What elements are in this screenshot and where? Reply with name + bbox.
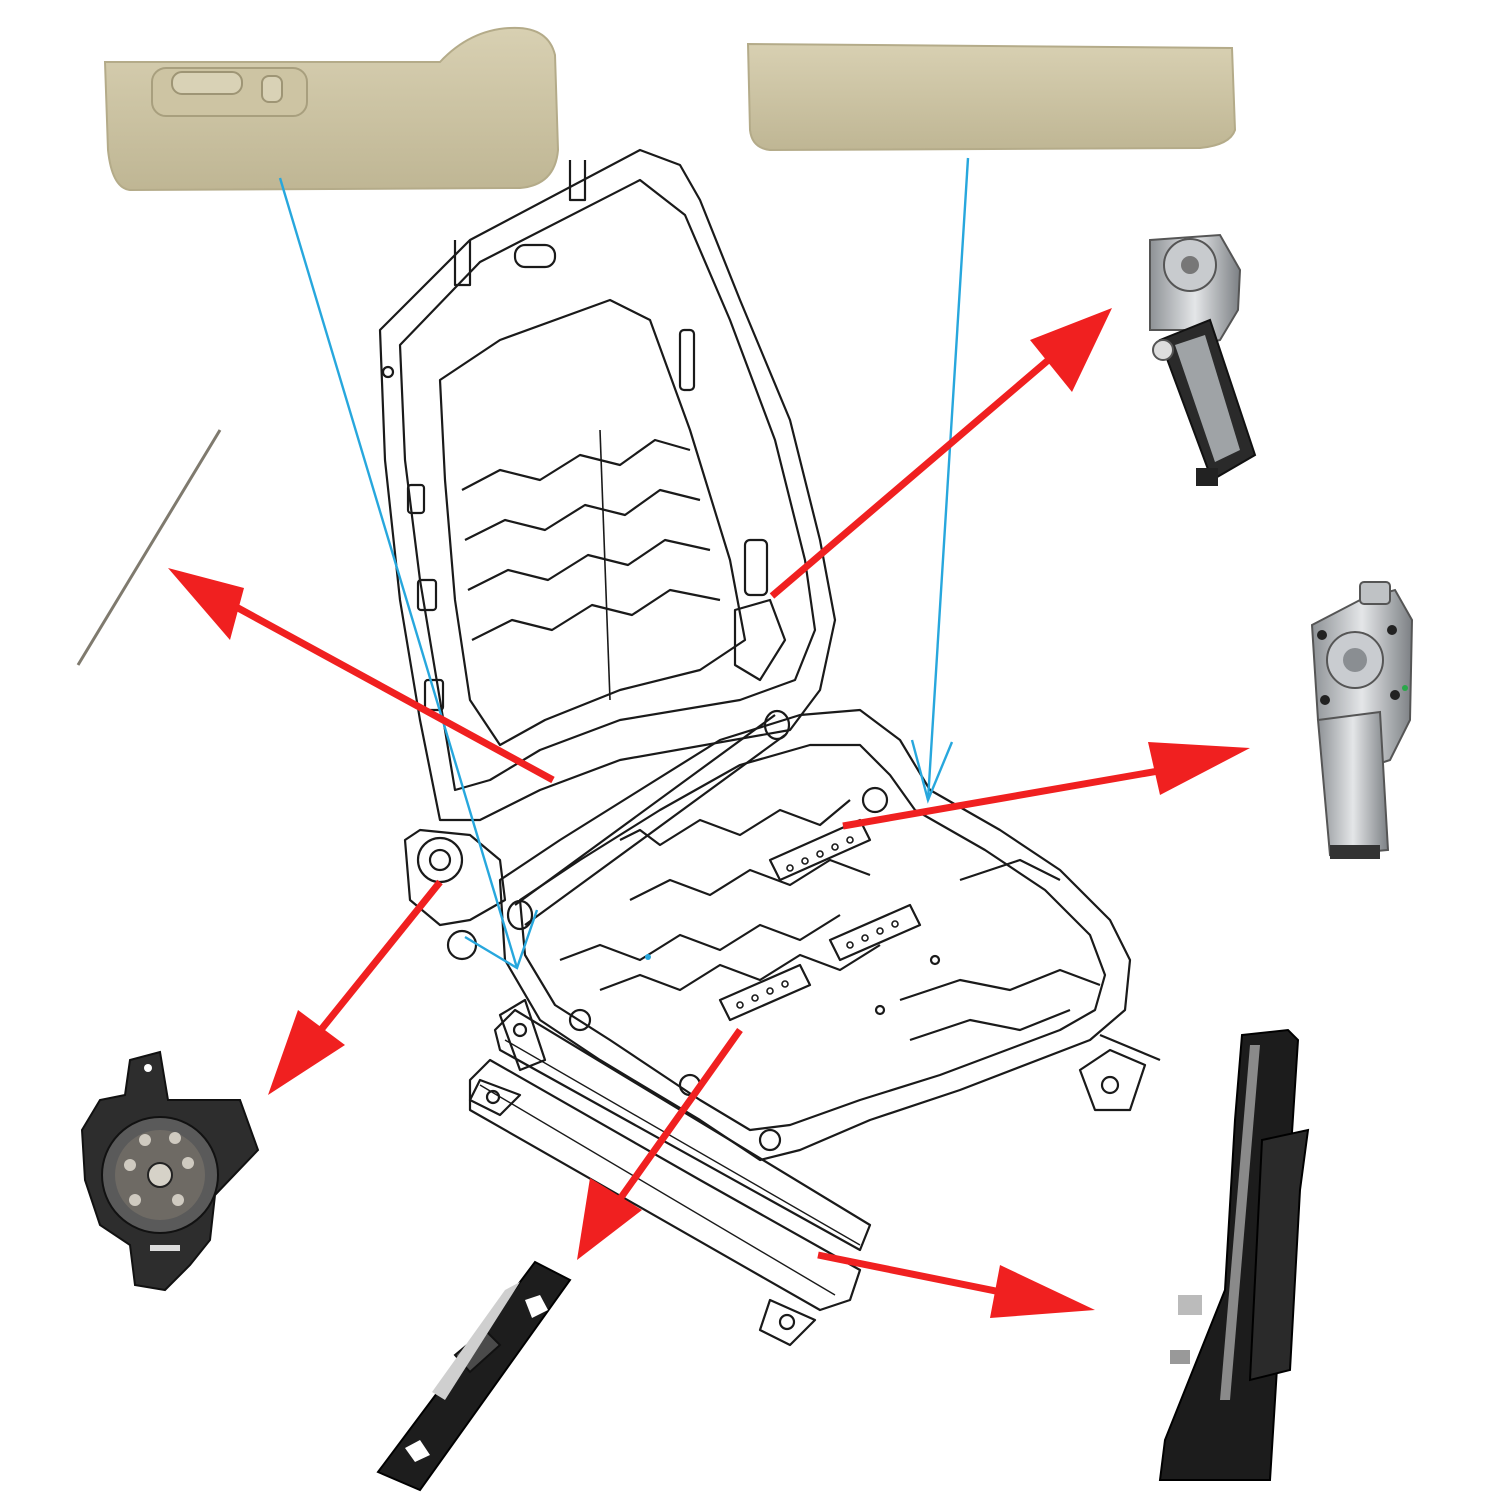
leader-lines (278, 157, 970, 970)
callout-arrows (168, 308, 1250, 1318)
arrow-drive-motor (842, 758, 1211, 830)
side-trim-plain-panel-icon (746, 42, 1237, 152)
gear-motor-icon (1149, 233, 1257, 486)
leader-line-switch-panel (278, 177, 519, 969)
arrow-bracket (602, 1027, 743, 1223)
recliner-disc-icon (80, 1050, 260, 1292)
arrow-backrest-motor (769, 330, 1083, 599)
arrow-rod (203, 586, 555, 784)
leader-arrowhead-plain-panel (910, 739, 954, 804)
leader-arrowhead-switch-panel (464, 909, 539, 970)
rail-spindle-track-icon (1158, 1028, 1310, 1481)
side-trim-switch-panel-icon (103, 26, 560, 192)
leader-line-plain-panel (926, 157, 970, 801)
rod-icon (76, 429, 222, 666)
seat-frame-drawing (378, 148, 1161, 1347)
adjuster-bracket-icon (376, 1260, 572, 1492)
drive-motor-icon (1310, 581, 1414, 859)
